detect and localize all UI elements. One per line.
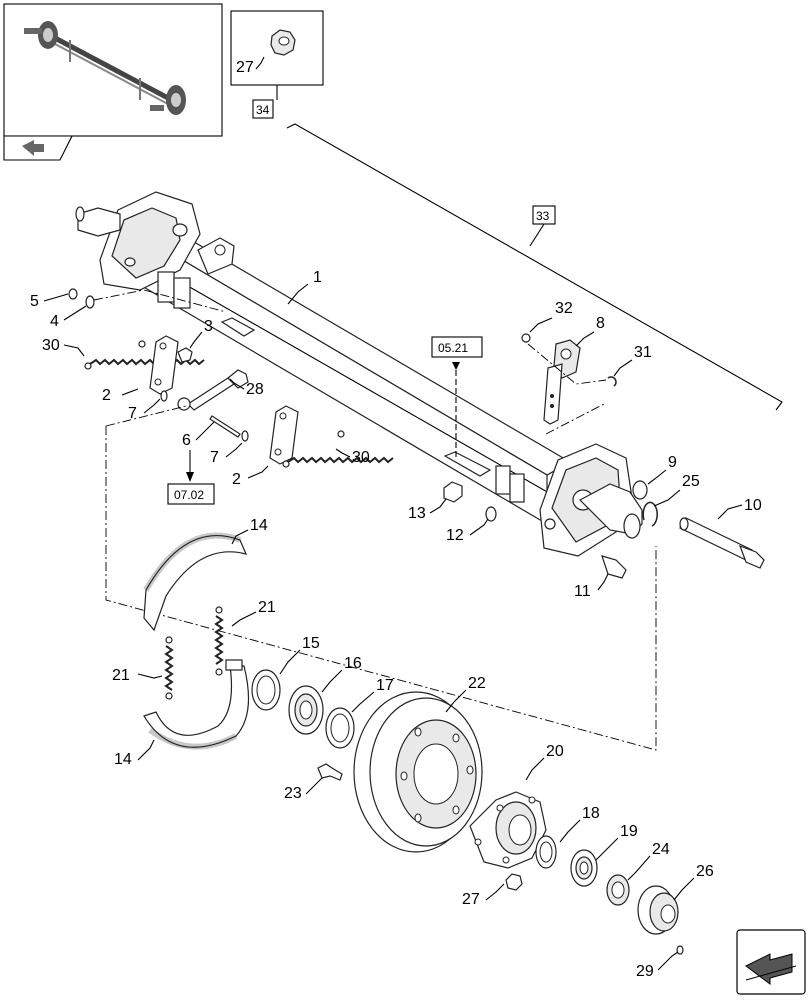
bearing-part-19 [570, 849, 598, 887]
callout-6: 6 [182, 432, 191, 449]
callout-19: 19 [620, 823, 638, 840]
nut-part-13 [443, 481, 463, 503]
callout-21: 21 [112, 667, 130, 684]
wheel-stud-part-23 [317, 763, 343, 781]
callout-2: 2 [102, 387, 111, 404]
washer-part-32 [521, 333, 531, 343]
callout-13: 13 [408, 505, 426, 522]
brake-shoe-part-14 [143, 659, 250, 750]
brake-drum-part-22 [353, 691, 483, 853]
grease-nipple-part-29 [676, 945, 684, 955]
wheel-hub-part-20 [469, 791, 547, 869]
pin-part-6 [209, 415, 241, 438]
assembly-boundary [105, 426, 657, 751]
adjuster-rod-part-28 [177, 369, 249, 411]
callout-1: 1 [313, 269, 322, 286]
callout-28: 28 [246, 381, 264, 398]
callout-20: 20 [546, 743, 564, 760]
callout-26: 26 [696, 863, 714, 880]
spring-part-30 [282, 430, 394, 468]
callout-27: 27 [462, 891, 480, 908]
callout-4: 4 [50, 313, 59, 330]
lever-plate-part-2 [149, 335, 179, 395]
bolt-part-3 [177, 347, 193, 363]
callout-25: 25 [682, 473, 700, 490]
back-arrow-icon[interactable] [3, 135, 73, 161]
overview-thumbnail[interactable] [3, 3, 223, 137]
seal-part-15 [251, 669, 281, 711]
callout-10: 10 [744, 497, 762, 514]
callout-29: 29 [636, 963, 654, 980]
return-spring-part-21 [164, 636, 174, 700]
callout-15: 15 [302, 635, 320, 652]
bearing-part-16 [288, 685, 324, 735]
callout-30: 30 [352, 449, 370, 466]
reference-34: 34 [256, 103, 270, 117]
reference-05-21: 05.21 [438, 341, 468, 355]
callout-8: 8 [596, 315, 605, 332]
cam-lever-part-8 [543, 339, 581, 425]
reference-07-02: 07.02 [174, 488, 204, 502]
callout-23: 23 [284, 785, 302, 802]
bushing-part-9 [632, 480, 648, 500]
callout-18: 18 [582, 805, 600, 822]
callout-31: 31 [634, 344, 652, 361]
group-bracket-line [286, 123, 783, 411]
axle-overview-thumbnail [24, 21, 186, 115]
reference-33: 33 [536, 209, 550, 223]
retaining-clip-part-31 [607, 376, 617, 387]
washer-part-5 [68, 288, 78, 300]
callout-7: 7 [210, 449, 219, 466]
return-spring-part-21 [214, 606, 224, 676]
pin-part-7 [160, 390, 168, 402]
callout-5: 5 [30, 293, 39, 310]
callout-14: 14 [250, 517, 268, 534]
callout-12: 12 [446, 527, 464, 544]
callout-3: 3 [204, 318, 213, 335]
callout-22: 22 [468, 675, 486, 692]
washer-part-4 [85, 295, 95, 309]
seal-part-18 [535, 835, 557, 869]
reference-box-34[interactable] [252, 99, 274, 119]
wheel-nut-part-27 [505, 873, 523, 891]
axle-beam-part-1 [75, 191, 643, 557]
pin-part-7 [241, 430, 249, 442]
brake-shoe-part-14 [143, 532, 248, 632]
callout-2: 2 [232, 471, 241, 488]
reference-box-07-02[interactable] [167, 483, 215, 505]
callout-30: 30 [42, 337, 60, 354]
hub-cap-part-26 [637, 885, 679, 935]
callout-17: 17 [376, 677, 394, 694]
bearing-cup-part-17 [325, 707, 355, 749]
axle-nut-part-24 [606, 874, 630, 906]
next-page-arrow-icon[interactable] [736, 929, 806, 995]
callout-9: 9 [668, 454, 677, 471]
camshaft-part-10 [679, 517, 765, 569]
nut-part-27-detail [270, 29, 296, 56]
callout-21: 21 [258, 599, 276, 616]
callout-16: 16 [344, 655, 362, 672]
callout-24: 24 [652, 841, 670, 858]
bolt-part-11 [601, 555, 627, 579]
reference-box-05-21[interactable] [431, 336, 483, 358]
callout-27: 27 [236, 59, 254, 76]
washer-part-12 [485, 506, 497, 522]
callout-7: 7 [128, 405, 137, 422]
lever-plate-part-2 [269, 405, 299, 465]
callout-14: 14 [114, 751, 132, 768]
callout-32: 32 [555, 300, 573, 317]
snap-ring-part-25 [642, 501, 658, 527]
callout-11: 11 [574, 583, 591, 600]
